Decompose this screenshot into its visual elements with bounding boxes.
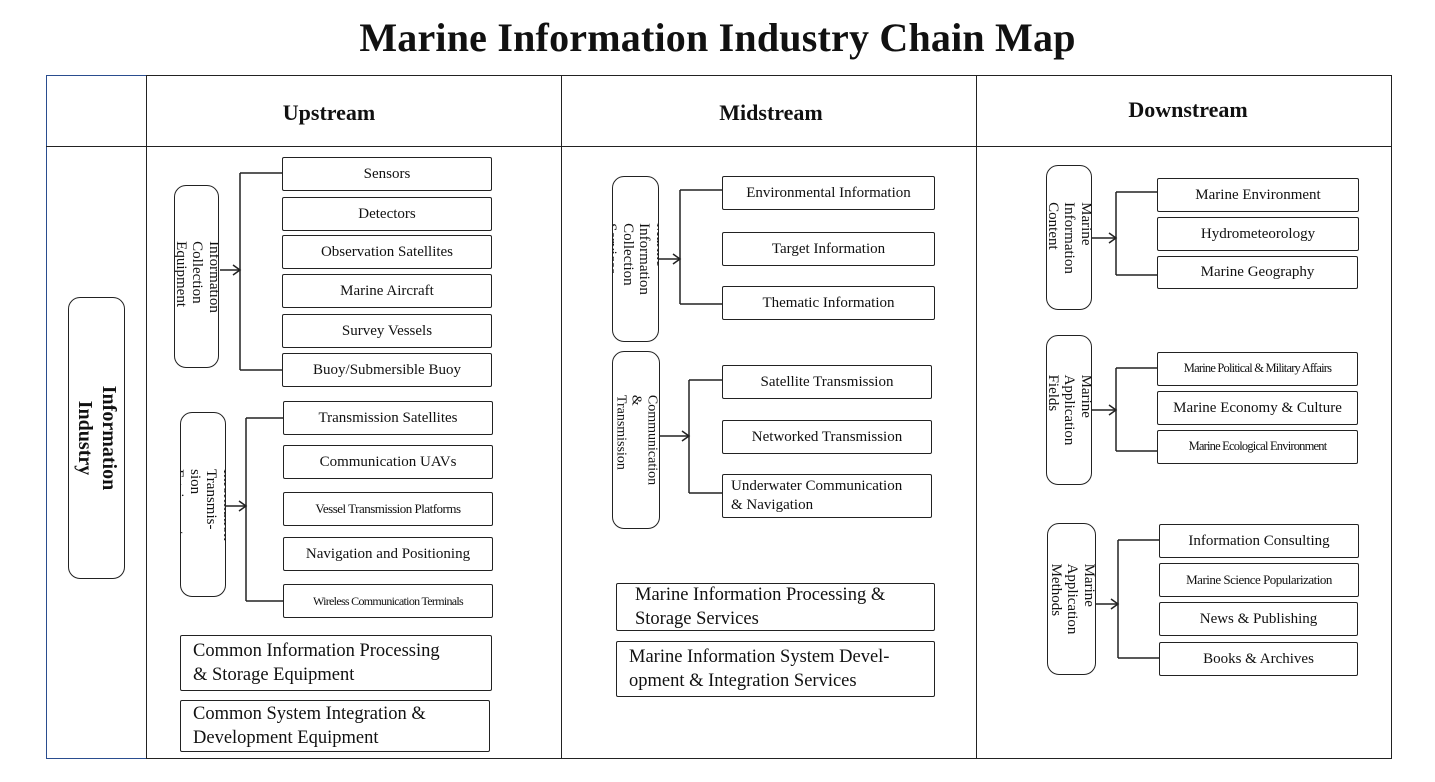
item-observation-satellites: Observation Satellites	[282, 235, 492, 269]
group-marine-application-methods: Marine Application Methods	[1047, 523, 1096, 675]
group-marine-application-fields: Marine Application Fields	[1046, 335, 1092, 485]
group-information-collection-equipment: Information Collection Equipment	[174, 185, 219, 368]
group-label: Marine Information Content	[1046, 201, 1092, 274]
item-transmission-satellites: Transmission Satellites	[283, 401, 493, 435]
item-wireless-communication-terminals: Wireless Communication Terminals	[283, 584, 493, 618]
item-news-publishing: News & Publishing	[1159, 602, 1358, 636]
marine-information-processing-services: Marine Information Processing & Storage …	[616, 583, 935, 631]
item-marine-environment: Marine Environment	[1157, 178, 1359, 212]
group-label: Information Collection Equipment	[174, 240, 219, 313]
item-underwater-communication: Underwater Communication & Navigation	[722, 474, 932, 518]
column-header-upstream: Upstream	[282, 100, 376, 125]
item-marine-science-popularization: Marine Science Popularization	[1159, 563, 1359, 597]
item-marine-aircraft: Marine Aircraft	[282, 274, 492, 308]
item-target-information: Target Information	[722, 232, 935, 266]
item-survey-vessels: Survey Vessels	[282, 314, 492, 348]
column-header-downstream: Downstream	[1128, 97, 1248, 122]
group-marine-information-collection-services: Marine Information Collection Services	[612, 176, 659, 342]
marine-information-system-development: Marine Information System Devel- opment …	[616, 641, 935, 697]
downstream-column-frame	[976, 75, 1392, 759]
group-marine-information-content: Marine Information Content	[1046, 165, 1092, 310]
page-title: Marine Information Industry Chain Map	[359, 15, 1076, 60]
item-buoy: Buoy/Submersible Buoy	[282, 353, 492, 387]
group-marine-communication-transmission-services: Marine Communication & Transmission Serv…	[612, 351, 660, 529]
item-navigation-positioning: Navigation and Positioning	[283, 537, 493, 571]
group-label: Information Transmis- sion Equipment	[180, 468, 226, 541]
item-books-archives: Books & Archives	[1159, 642, 1358, 676]
column-header-midstream: Midstream	[719, 100, 823, 125]
item-networked-transmission: Networked Transmission	[722, 420, 932, 454]
item-sensors: Sensors	[282, 157, 492, 191]
item-communication-uavs: Communication UAVs	[283, 445, 493, 479]
common-information-processing: Common Information Processing & Storage …	[180, 635, 492, 691]
group-label: Marine Application Fields	[1046, 374, 1092, 446]
common-system-integration: Common System Integration & Development …	[180, 700, 490, 752]
item-information-consulting: Information Consulting	[1159, 524, 1359, 558]
item-marine-ecological-environment: Marine Ecological Environment	[1157, 430, 1358, 464]
item-vessel-transmission-platforms: Vessel Transmission Platforms	[283, 492, 493, 526]
item-marine-economy-culture: Marine Economy & Culture	[1157, 391, 1358, 425]
group-label: Marine Information Collection Services	[612, 223, 659, 295]
group-information-transmission-equipment: Information Transmis- sion Equipment	[180, 412, 226, 597]
group-label: Marine Communication & Transmission Serv…	[613, 394, 660, 486]
item-thematic-information: Thematic Information	[722, 286, 935, 320]
item-detectors: Detectors	[282, 197, 492, 231]
header-row-divider	[46, 146, 1392, 148]
item-marine-political-military-affairs: Marine Political & Military Affairs	[1157, 352, 1358, 386]
item-environmental-information: Environmental Information	[722, 176, 935, 210]
item-marine-geography: Marine Geography	[1157, 256, 1358, 289]
side-label-box: Marine Information Industry Chain Map	[68, 297, 125, 579]
item-hydrometeorology: Hydrometeorology	[1157, 217, 1359, 251]
item-satellite-transmission: Satellite Transmission	[722, 365, 932, 399]
group-label: Marine Application Methods	[1047, 563, 1096, 635]
